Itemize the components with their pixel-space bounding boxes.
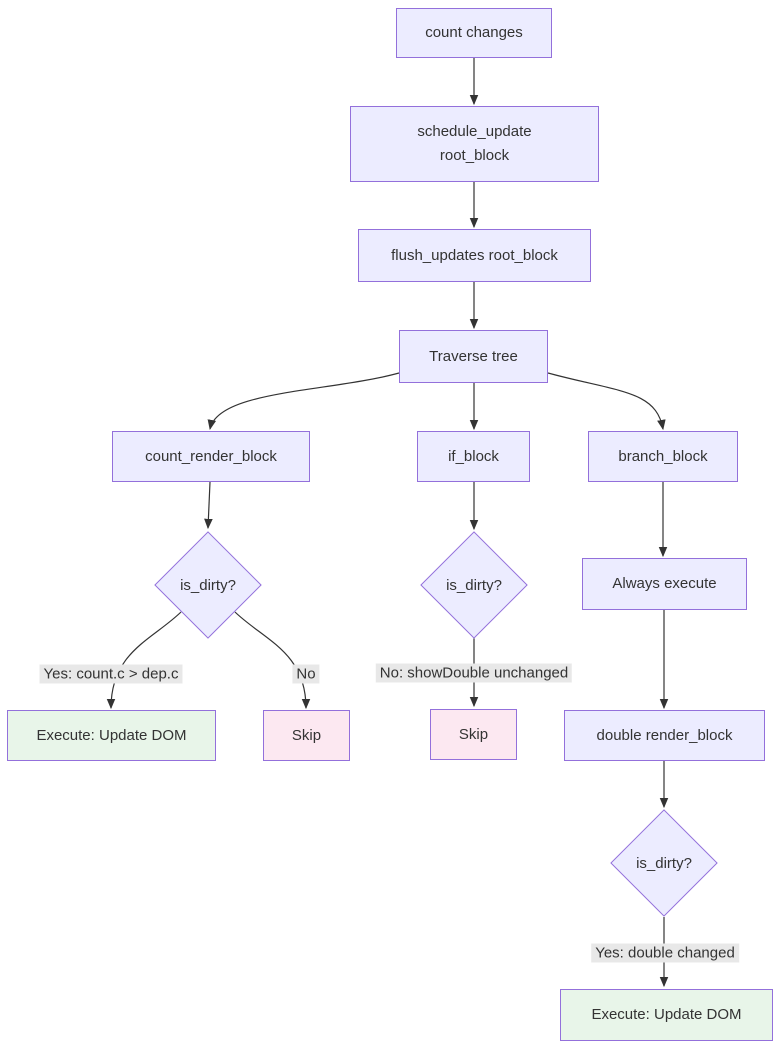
- decision-label: is_dirty?: [636, 854, 692, 872]
- node-skip-count: Skip: [263, 710, 350, 761]
- node-execute-update-dom-double: Execute: Update DOM: [560, 989, 773, 1041]
- edge-traverse-tree-to-count-render-block: [207, 372, 400, 431]
- node-traverse-tree: Traverse tree: [399, 330, 548, 383]
- decision-label: is_dirty?: [446, 576, 502, 594]
- decision-is-dirty-count: is_dirty?: [154, 531, 262, 639]
- edge-label-yes-double: Yes: double changed: [591, 943, 739, 963]
- edge-traverse-tree-to-branch-block: [547, 372, 666, 431]
- edge-label-no-count: No: [292, 664, 320, 684]
- edge-label-yes-count: Yes: count.c > dep.c: [39, 664, 183, 684]
- node-skip-if: Skip: [430, 709, 517, 760]
- node-schedule-update-root-block: schedule_update root_block: [350, 106, 599, 182]
- node-always-execute: Always execute: [582, 558, 747, 610]
- edge-label-no-if: No: showDouble unchanged: [375, 663, 573, 683]
- node-count-render-block: count_render_block: [112, 431, 310, 482]
- node-branch-block: branch_block: [588, 431, 738, 482]
- decision-label: is_dirty?: [180, 576, 236, 594]
- decision-is-dirty-double: is_dirty?: [610, 809, 718, 917]
- node-execute-update-dom-count: Execute: Update DOM: [7, 710, 216, 761]
- edge-count-render-block-to-is-dirty: [204, 481, 213, 530]
- node-if-block: if_block: [417, 431, 530, 482]
- node-count-changes: count changes: [396, 8, 552, 58]
- decision-is-dirty-if: is_dirty?: [420, 531, 528, 639]
- node-flush-updates-root-block: flush_updates root_block: [358, 229, 591, 282]
- node-double-render-block: double render_block: [564, 710, 765, 761]
